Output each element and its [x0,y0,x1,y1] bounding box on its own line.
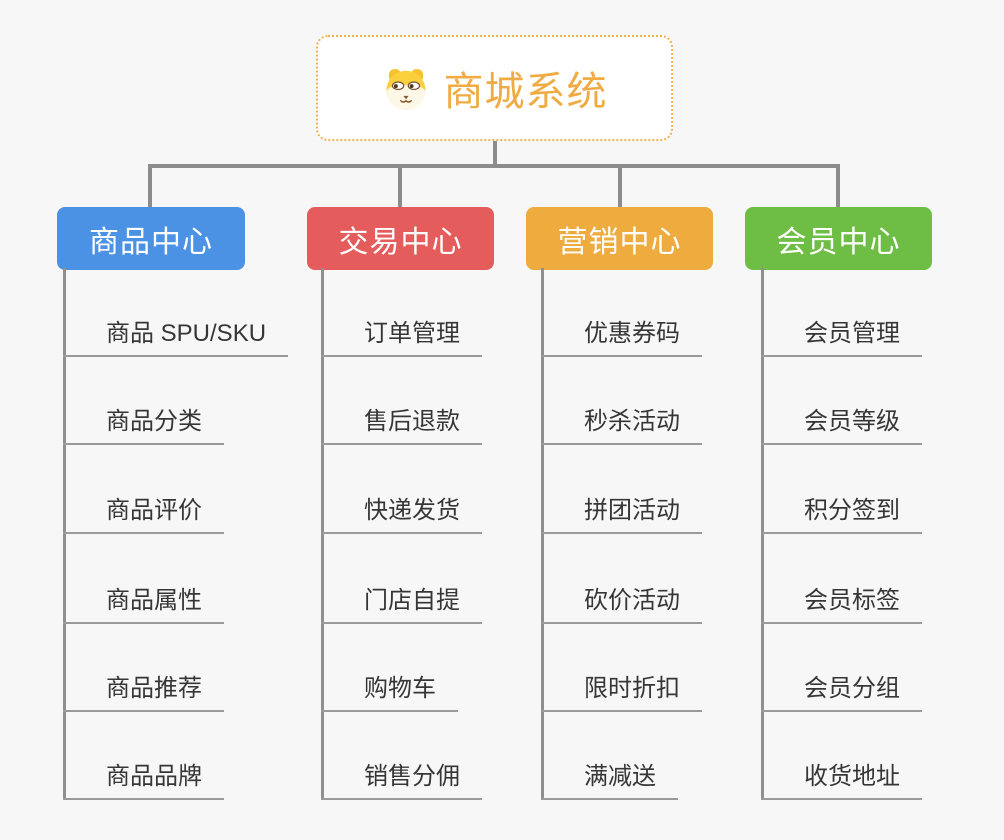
leaf-group-buy[interactable]: 拼团活动 [541,496,702,534]
leaf-member-level[interactable]: 会员等级 [761,407,922,445]
leaf-after-sale-refund[interactable]: 售后退款 [321,407,482,445]
leaf-store-pickup[interactable]: 门店自提 [321,586,482,624]
connector-rail [148,164,840,168]
leaf-flash-sale[interactable]: 秒杀活动 [541,407,702,445]
leaf-shipping-address[interactable]: 收货地址 [761,762,922,800]
connector-branch-stub [398,164,402,208]
root-title: 商城系统 [443,70,608,114]
root-node[interactable]: 商城系统 [316,35,673,141]
connector-root-stub [493,140,497,168]
leaf-member-management[interactable]: 会员管理 [761,319,922,357]
leaf-order-management[interactable]: 订单管理 [321,319,482,357]
branch-node-product-center[interactable]: 商品中心 [57,207,245,270]
branch-node-member-center[interactable]: 会员中心 [745,207,932,270]
leaf-express-delivery[interactable]: 快递发货 [321,496,482,534]
leaf-bargain-activity[interactable]: 砍价活动 [541,586,702,624]
leaf-product-spu-sku[interactable]: 商品 SPU/SKU [63,319,289,357]
leaf-limited-discount[interactable]: 限时折扣 [541,674,702,712]
leaf-product-review[interactable]: 商品评价 [63,496,224,534]
dog-face-icon [382,64,430,112]
connector-column-line [321,268,324,800]
leaf-member-tag[interactable]: 会员标签 [761,586,922,624]
connector-column-line [63,268,66,800]
connector-branch-stub [836,164,840,208]
leaf-points-checkin[interactable]: 积分签到 [761,496,922,534]
leaf-sales-commission[interactable]: 销售分佣 [321,762,482,800]
connector-branch-stub [618,164,622,208]
leaf-product-category[interactable]: 商品分类 [63,407,224,445]
leaf-shopping-cart[interactable]: 购物车 [321,674,458,712]
leaf-product-brand[interactable]: 商品品牌 [63,762,224,800]
connector-column-line [541,268,544,800]
branch-node-marketing-center[interactable]: 营销中心 [526,207,713,270]
leaf-member-group[interactable]: 会员分组 [761,674,922,712]
leaf-coupon-code[interactable]: 优惠券码 [541,319,702,357]
leaf-product-recommend[interactable]: 商品推荐 [63,674,224,712]
connector-column-line [761,268,764,800]
leaf-product-attribute[interactable]: 商品属性 [63,586,224,624]
connector-branch-stub [148,164,152,208]
branch-node-trade-center[interactable]: 交易中心 [307,207,494,270]
leaf-full-reduction[interactable]: 满减送 [541,762,678,800]
